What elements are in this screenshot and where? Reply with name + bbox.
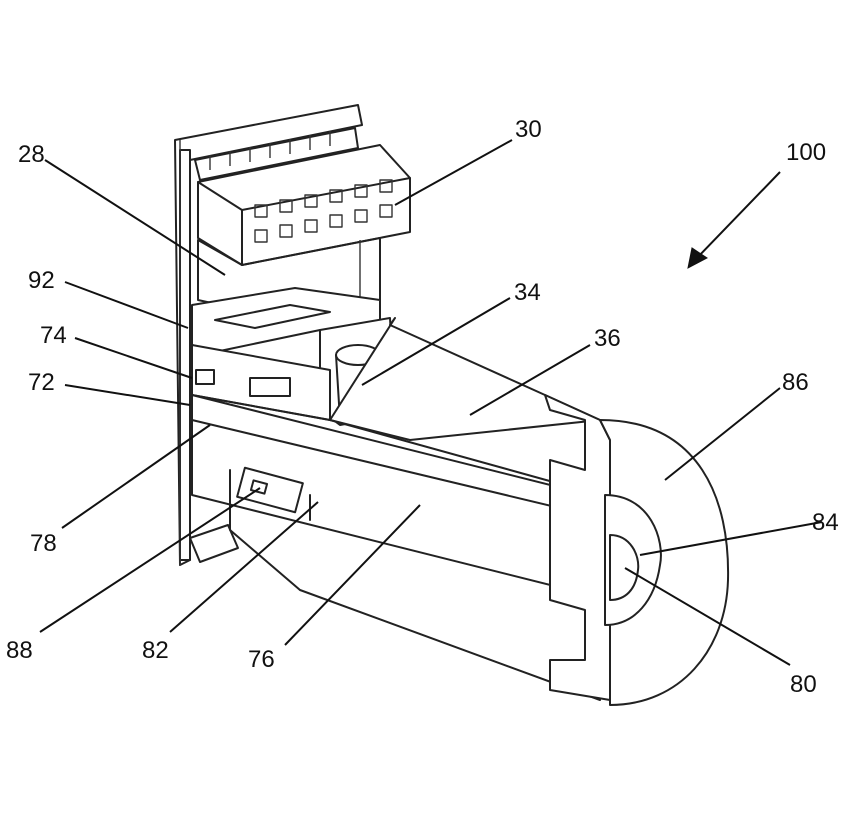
label-74: 74 <box>40 322 67 349</box>
heat-sink <box>194 127 359 181</box>
label-28: 28 <box>18 141 45 168</box>
label-80: 80 <box>790 671 817 698</box>
label-88: 88 <box>6 637 33 664</box>
leader-36 <box>469 344 591 416</box>
leader-28 <box>44 159 226 276</box>
leader-30 <box>394 139 513 206</box>
leader-34 <box>361 297 511 386</box>
leader-78 <box>61 424 211 529</box>
leader-84 <box>639 521 823 556</box>
label-84: 84 <box>812 509 839 536</box>
label-86: 86 <box>782 369 809 396</box>
lower-components <box>236 466 311 521</box>
leader-74 <box>74 337 193 379</box>
connector-block <box>197 144 411 266</box>
leader-92 <box>64 281 189 329</box>
leader-72 <box>64 384 191 406</box>
side-components <box>191 344 331 421</box>
label-82: 82 <box>142 637 169 664</box>
leader-lines <box>39 139 823 666</box>
leader-82 <box>169 501 319 633</box>
leader-76 <box>284 504 421 646</box>
leader-88 <box>39 487 261 633</box>
label-30: 30 <box>515 116 542 143</box>
label-92: 92 <box>28 267 55 294</box>
label-36: 36 <box>594 325 621 352</box>
label-72: 72 <box>28 369 55 396</box>
cylindrical-body <box>191 317 730 706</box>
arrow-100 <box>687 171 781 269</box>
reference-labels: 28 30 100 92 34 74 36 86 72 78 84 88 82 … <box>6 116 839 698</box>
label-34: 34 <box>514 279 541 306</box>
label-78: 78 <box>30 530 57 557</box>
back-plate <box>174 104 363 566</box>
leader-80 <box>624 567 791 666</box>
label-100: 100 <box>786 139 826 166</box>
label-76: 76 <box>248 646 275 673</box>
leader-86 <box>664 387 781 481</box>
